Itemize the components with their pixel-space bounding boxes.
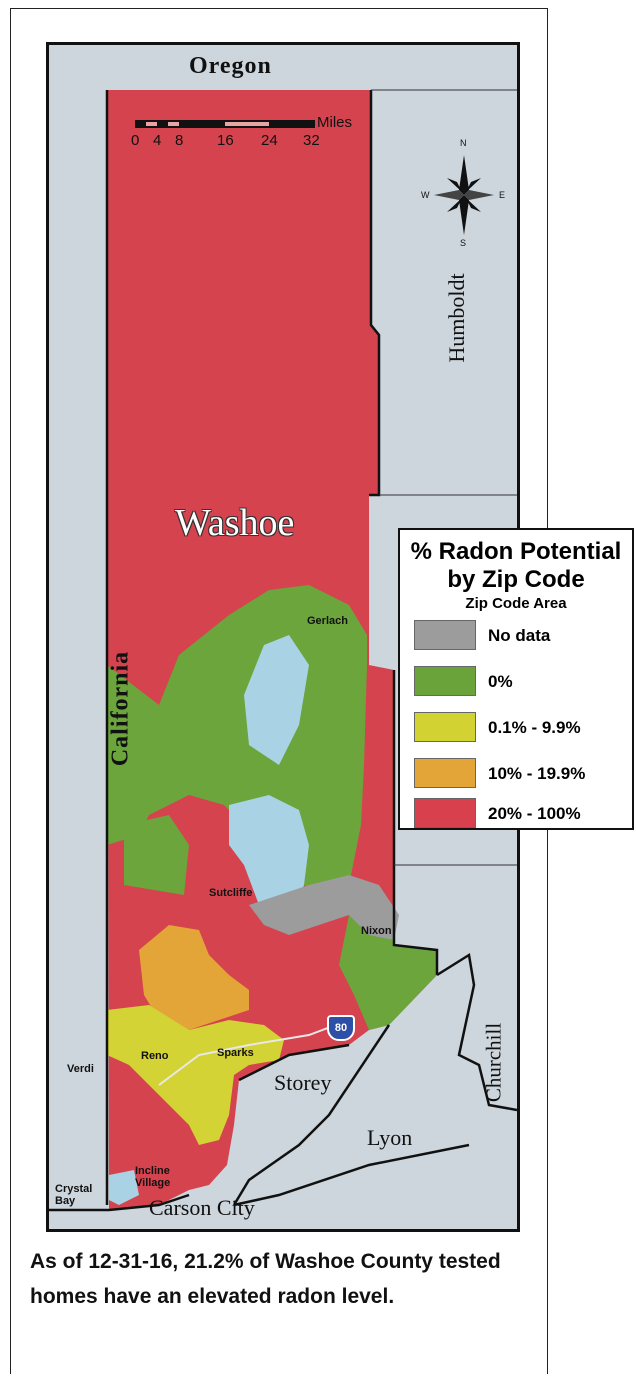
compass-n: N xyxy=(460,138,467,148)
city-sutcliffe: Sutcliffe xyxy=(209,887,253,899)
radon-map: Oregon California Humboldt Churchill Sto… xyxy=(46,42,520,1232)
label-humboldt: Humboldt xyxy=(444,273,469,363)
label-storey: Storey xyxy=(274,1070,332,1095)
caption: As of 12-31-16, 21.2% of Washoe County t… xyxy=(30,1250,501,1308)
city-crystal-bay: Crystal Bay xyxy=(55,1183,93,1207)
label-churchill: Churchill xyxy=(481,1022,506,1103)
city-nixon: Nixon xyxy=(361,925,392,937)
legend-label: 20% - 100% xyxy=(488,804,581,823)
interstate-shield: 80 xyxy=(327,1015,355,1041)
legend-label: 0.1% - 9.9% xyxy=(488,718,581,737)
scale-tick-24: 24 xyxy=(261,132,278,149)
city-verdi: Verdi xyxy=(67,1063,94,1075)
label-oregon: Oregon xyxy=(189,53,272,79)
scale-unit: Miles xyxy=(317,114,353,131)
legend: % Radon Potential by Zip Code Zip Code A… xyxy=(398,528,634,830)
scale-tick-16: 16 xyxy=(217,132,234,149)
compass-w: W xyxy=(421,190,430,200)
legend-swatch xyxy=(414,758,476,788)
legend-label: 10% - 19.9% xyxy=(488,764,586,783)
label-lyon: Lyon xyxy=(367,1125,413,1150)
legend-title-line2: by Zip Code xyxy=(447,566,585,593)
compass-s: S xyxy=(460,238,467,248)
label-carson-city: Carson City xyxy=(149,1195,255,1220)
scale-tick-0: 0 xyxy=(131,132,140,149)
city-sparks: Sparks xyxy=(217,1047,254,1059)
legend-swatch xyxy=(414,712,476,742)
city-reno: Reno xyxy=(141,1050,169,1062)
legend-label: No data xyxy=(488,626,551,645)
map-graphic xyxy=(49,45,517,1229)
legend-swatch xyxy=(414,620,476,650)
scale-tick-8: 8 xyxy=(175,132,184,149)
compass-e: E xyxy=(499,190,506,200)
legend-swatch xyxy=(414,666,476,696)
scale-tick-4: 4 xyxy=(153,132,162,149)
legend-subtitle: Zip Code Area xyxy=(465,595,567,612)
city-incline-village: Incline Village xyxy=(135,1165,171,1189)
scale-tick-32: 32 xyxy=(303,132,320,149)
legend-title-line1: % Radon Potential xyxy=(410,538,622,565)
legend-swatch xyxy=(414,798,476,828)
label-california: California xyxy=(107,650,134,767)
label-washoe: Washoe xyxy=(175,502,295,544)
scale-bar-graphic xyxy=(135,120,315,128)
compass-icon xyxy=(434,155,494,235)
city-gerlach: Gerlach xyxy=(307,615,348,627)
legend-label: 0% xyxy=(488,672,513,691)
